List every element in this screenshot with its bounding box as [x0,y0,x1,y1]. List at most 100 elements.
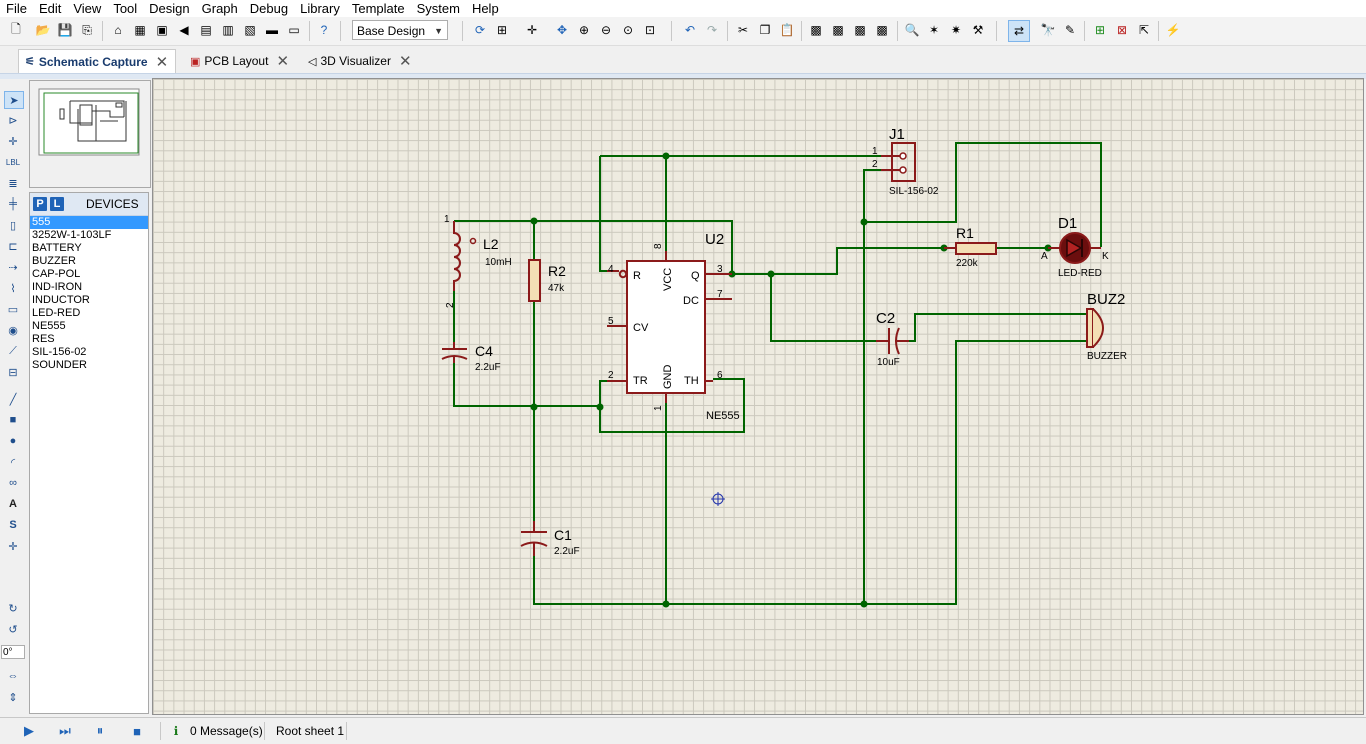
wire[interactable] [732,247,944,275]
menu-debug[interactable]: Debug [249,1,289,16]
menu-design[interactable]: Design [149,1,190,16]
device-list-item[interactable]: NE555 [32,320,66,332]
menu-edit[interactable]: Edit [38,1,62,16]
step-icon[interactable]: ⏭ [59,723,71,738]
u2-ne555[interactable]: U2 NE555 R Q DC CV TR TH VCC GND 4 8 3 7… [607,231,740,422]
l2-inductor[interactable]: L2 10mH 1 2 [444,214,512,308]
help-icon[interactable]: ? [320,23,328,37]
zoom-in-icon[interactable]: ⊕ [578,23,590,37]
zoom-area-icon[interactable]: ⊡ [644,23,656,37]
c4-capacitor[interactable]: C4 2.2uF [441,342,501,373]
device-list-item[interactable]: BUZZER [32,255,76,267]
menu-tool[interactable]: Tool [113,1,138,16]
search-tag-icon[interactable]: 🔭 [1040,23,1056,37]
message-count[interactable]: 0 Message(s) [190,724,263,738]
generator-icon[interactable]: ◉ [8,324,18,337]
stop-icon[interactable]: ■ [133,723,141,739]
junction-dot[interactable] [662,152,670,160]
device-list-item[interactable]: 3252W-1-103LF [32,229,112,241]
arc-tool-icon[interactable]: ◜ [10,456,16,469]
close-icon[interactable]: ✕ [398,53,412,70]
terminals-icon[interactable]: ⊏ [8,240,18,253]
origin-icon[interactable]: ✛ [526,23,538,37]
schematic-canvas[interactable]: U2 NE555 R Q DC CV TR TH VCC GND 4 8 3 7… [152,78,1364,715]
marker-tool-icon[interactable]: ✛ [8,540,18,553]
menu-library[interactable]: Library [300,1,340,16]
device-pins-icon[interactable]: ⇢ [8,261,18,274]
device-list-item[interactable]: IND-IRON [32,281,83,293]
grid-icon[interactable]: ⊞ [496,23,508,37]
wire-label-icon[interactable]: LBL [5,157,21,167]
path-tool-icon[interactable]: ∞ [9,477,17,489]
menu-file[interactable]: File [6,1,27,16]
wire[interactable] [770,274,876,342]
package-tool-icon[interactable]: ✷ [950,23,962,37]
block-move-icon[interactable]: ▩ [832,23,844,37]
block-rotate-icon[interactable]: ▩ [854,23,866,37]
wire[interactable] [599,378,745,433]
component-icon[interactable]: ▣ [156,23,168,37]
new-file-icon[interactable]: 🗋 [11,21,21,36]
zoom-all-icon[interactable]: ⊙ [622,23,634,37]
device-list-item[interactable]: INDUCTOR [32,294,90,306]
make-device-icon[interactable]: ✶ [928,23,940,37]
d1-led[interactable]: D1 LED-RED A K [1041,215,1109,279]
refresh-icon[interactable]: ⟳ [474,23,486,37]
library-manager-button[interactable]: L [50,197,64,211]
subcircuit-icon[interactable]: ▯ [9,219,17,232]
close-icon[interactable]: ✕ [276,53,290,70]
wire[interactable] [533,340,1087,605]
component-mode-icon[interactable]: ⊳ [8,114,18,127]
back-icon[interactable]: ◀ [179,23,189,37]
redo-icon[interactable]: ↷ [706,23,718,37]
schematic-icon[interactable]: ▦ [134,23,146,37]
netlist-icon[interactable]: ▬ [266,23,278,37]
device-list-item[interactable]: BATTERY [32,242,82,254]
pick-devices-button[interactable]: P [33,197,47,211]
code-icon[interactable]: ▭ [288,23,300,37]
device-list-item[interactable]: SIL-156-02 [32,346,87,358]
bill-of-materials-icon[interactable]: ▤ [200,23,212,37]
junction-dot[interactable] [860,600,868,608]
undo-icon[interactable]: ↶ [684,23,696,37]
wire-autorouter-icon[interactable]: ⇄ [1008,20,1030,42]
play-icon[interactable]: ▶ [24,723,34,738]
active-popup-icon[interactable]: ▭ [7,303,19,316]
paste-icon[interactable]: 📋 [779,23,795,37]
text-script-icon[interactable]: ≣ [8,177,18,190]
exit-to-parent-icon[interactable]: ⇱ [1138,23,1150,37]
home-icon[interactable]: ⌂ [114,23,122,37]
menu-view[interactable]: View [73,1,102,16]
device-list-item[interactable]: LED-RED [32,307,81,319]
tab-pcb-layout[interactable]: ▣ PCB Layout ✕ [190,53,290,70]
device-list-item[interactable]: SOUNDER [32,359,88,371]
junction-dot-icon[interactable]: ✛ [8,135,18,148]
cut-icon[interactable]: ✂ [737,23,749,37]
wire[interactable] [454,220,733,274]
j1-connector[interactable]: J1 SIL-156-02 1 2 [872,126,939,197]
junction-dot[interactable] [767,270,775,278]
pick-device-icon[interactable]: 🔍 [904,23,920,37]
design-variant-select[interactable]: Base Design▼ [352,20,448,40]
electrical-rule-check-icon[interactable]: ⚡ [1165,23,1181,37]
remove-sheet-icon[interactable]: ⊠ [1116,23,1128,37]
property-assignment-icon[interactable]: ✎ [1064,23,1076,37]
menu-help[interactable]: Help [471,1,499,16]
mirror-vertical-icon[interactable]: ⇕ [8,691,18,704]
tab-schematic-capture[interactable]: ⚟ Schematic Capture ✕ [18,49,176,73]
gerber-icon[interactable]: ▧ [244,23,256,37]
junction-dot[interactable] [530,217,538,225]
wire[interactable] [909,313,1087,342]
buz2-buzzer[interactable]: BUZ2 BUZZER [1086,291,1127,362]
r1-resistor[interactable]: R1 220k [944,225,997,269]
selection-mode-icon[interactable]: ➤ [4,91,24,109]
decompose-icon[interactable]: ⚒ [972,23,984,37]
text-tool-icon[interactable]: A [9,498,17,510]
circle-tool-icon[interactable]: ● [9,435,17,447]
block-delete-icon[interactable]: ▩ [876,23,888,37]
device-list-item[interactable]: CAP-POL [32,268,81,280]
graph-mode-icon[interactable]: ⌇ [10,282,16,295]
block-copy-icon[interactable]: ▩ [810,23,822,37]
menu-template[interactable]: Template [351,1,405,16]
symbol-tool-icon[interactable]: S [9,519,17,531]
